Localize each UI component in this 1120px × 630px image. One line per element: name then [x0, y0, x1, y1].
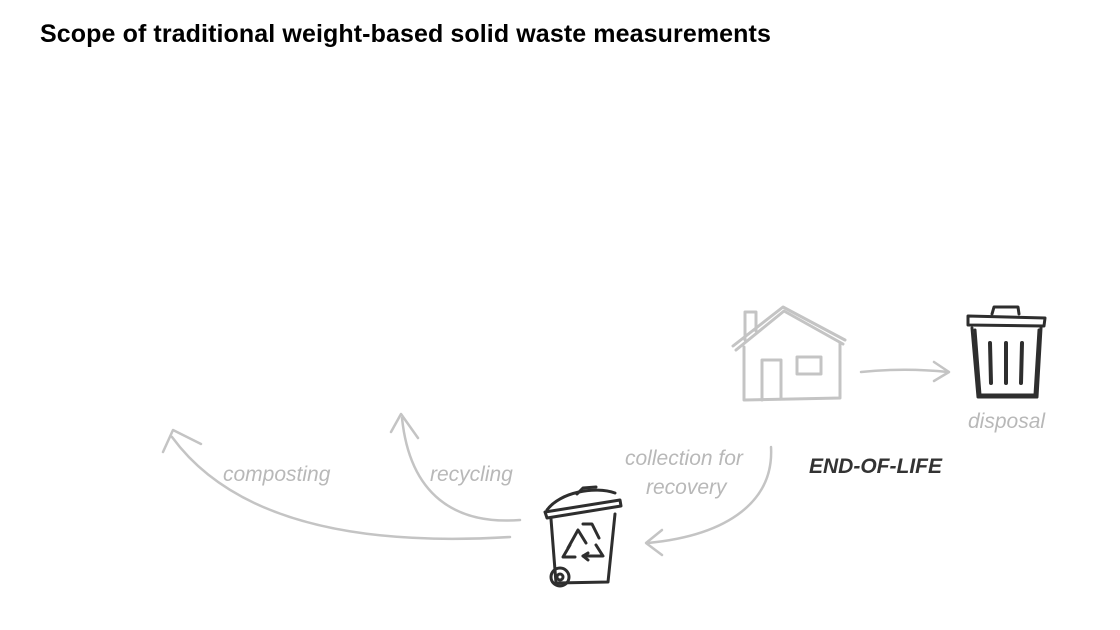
trash-can-icon — [966, 305, 1047, 399]
composting-label: composting — [223, 463, 331, 486]
disposal-label: disposal — [968, 410, 1046, 433]
collection-label-line2: recovery — [646, 476, 728, 499]
house-icon — [731, 305, 847, 402]
recycling-bin-icon — [543, 485, 623, 588]
recycling-label: recycling — [430, 463, 513, 486]
end-of-life-label: END-OF-LIFE — [809, 455, 943, 478]
arrow-composting — [161, 428, 512, 541]
collection-label-line1: collection for — [625, 447, 744, 470]
arrow-collection — [644, 445, 773, 557]
arrow-to-disposal — [859, 360, 951, 383]
arrow-recycling — [389, 412, 522, 522]
page-title: Scope of traditional weight-based solid … — [40, 20, 771, 48]
